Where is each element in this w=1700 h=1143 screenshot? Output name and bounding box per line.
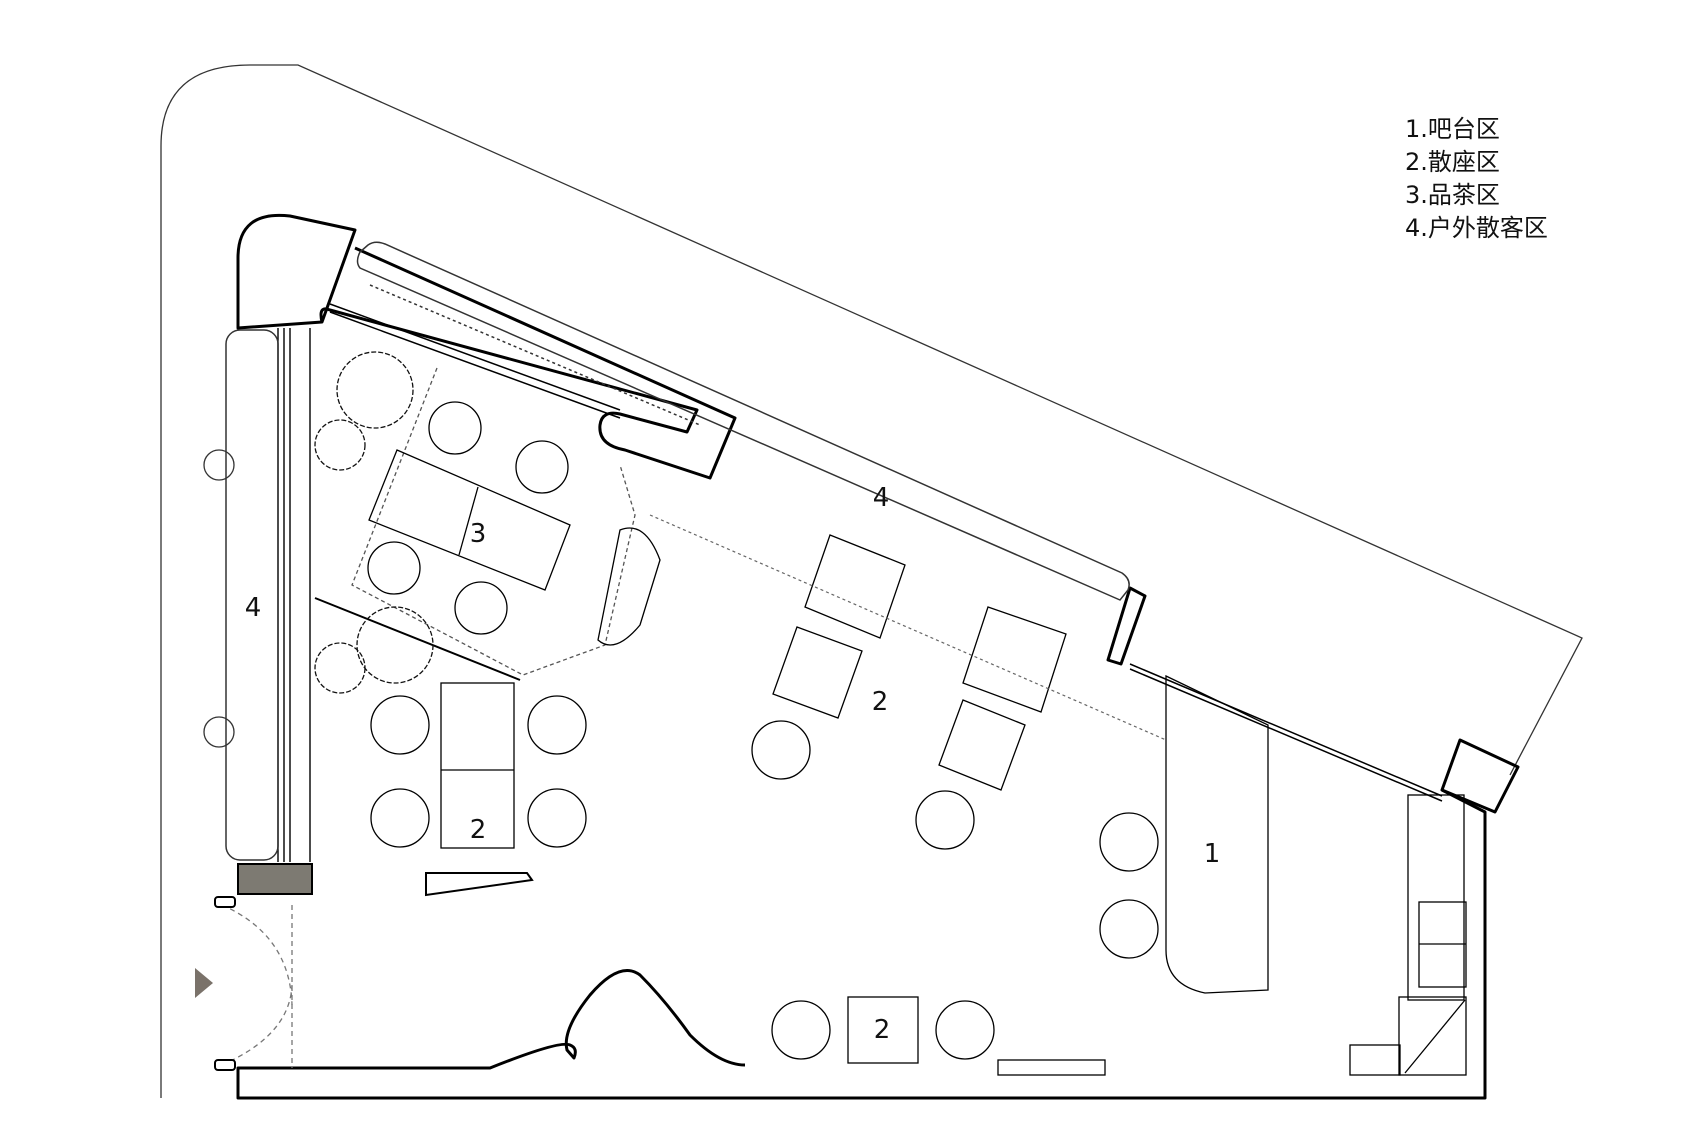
table: [847, 996, 919, 1064]
door-hardware: [214, 896, 236, 1071]
stool: [367, 541, 421, 595]
stool: [370, 788, 430, 848]
site-boundary: [160, 64, 1583, 1098]
long-table: [440, 682, 515, 849]
long-table-stools: [370, 695, 587, 848]
entrance-arrow-icon: [195, 968, 213, 998]
stool: [915, 790, 975, 850]
tea-stools: [367, 401, 569, 635]
zone-label-seating-bottom: 2: [874, 1015, 891, 1045]
outdoor-zone-edge: [649, 514, 1167, 741]
entrance-doors: [221, 904, 293, 1068]
legend-item: 2.散座区: [1405, 148, 1500, 176]
wall-block: [237, 863, 313, 895]
stool: [1099, 812, 1159, 872]
legend: 1.吧台区 2.散座区 3.品茶区 4.户外散客区: [1405, 115, 1548, 242]
table: [804, 534, 906, 639]
back-bar: [997, 794, 1467, 1076]
zone-label-seating-main: 2: [872, 687, 889, 717]
stool: [771, 1000, 831, 1060]
stool: [751, 720, 811, 780]
bar-counter: [1165, 674, 1269, 994]
stool: [935, 1000, 995, 1060]
stool: [370, 695, 430, 755]
round-stools: [751, 720, 1159, 1060]
decorative-screen: [597, 527, 661, 646]
stool: [527, 788, 587, 848]
zone-label-outdoor-left: 4: [245, 593, 262, 623]
bench: [425, 872, 534, 897]
tree-icon: [314, 351, 434, 694]
table: [938, 699, 1026, 791]
table: [772, 626, 863, 719]
stool: [454, 581, 508, 635]
legend-item: 3.品茶区: [1405, 181, 1500, 209]
outdoor-bench-left: [225, 329, 279, 861]
table: [962, 606, 1067, 713]
legend-item: 4.户外散客区: [1405, 214, 1548, 242]
stool: [515, 440, 569, 494]
building-walls: [236, 213, 1520, 1100]
zone-label-seating-left: 2: [470, 815, 487, 845]
tea-room-partition: [314, 597, 521, 681]
stool: [428, 401, 482, 455]
zone-label-outdoor-top: 4: [873, 483, 890, 513]
legend-item: 1.吧台区: [1405, 115, 1500, 143]
west-facade: [277, 328, 311, 862]
square-tables: [772, 534, 1067, 1064]
tea-table: [368, 449, 571, 591]
light-fixture-icon: [203, 449, 235, 748]
zone-label-tea: 3: [470, 519, 487, 549]
north-glazing: [329, 303, 1443, 802]
stool: [527, 695, 587, 755]
outdoor-bench-top: [356, 241, 1130, 601]
tea-zone-boundary: [351, 367, 636, 676]
stool: [1099, 899, 1159, 959]
zone-label-bar: 1: [1204, 839, 1221, 869]
